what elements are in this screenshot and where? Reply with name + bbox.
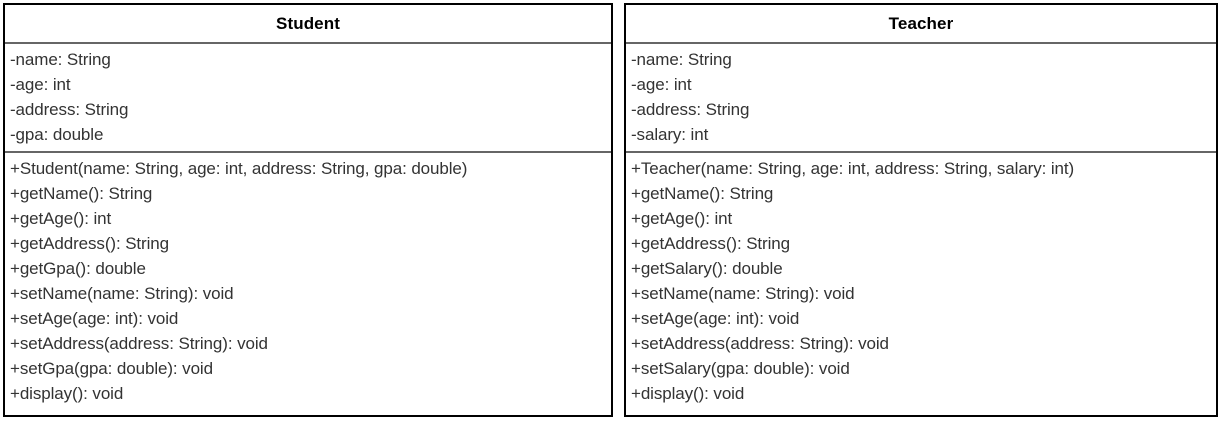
method-row: +getSalary(): double: [631, 259, 783, 278]
method-row: +setAge(age: int): void: [631, 309, 800, 328]
method-row: +getName(): String: [631, 184, 774, 203]
attribute-row: -age: int: [10, 75, 71, 94]
attribute-row: -address: String: [631, 100, 750, 119]
methods-compartment-student: +Student(name: String, age: int, address…: [5, 153, 611, 415]
method-row: +setAddress(address: String): void: [631, 334, 889, 353]
attribute-row: -age: int: [631, 75, 692, 94]
method-row: +Teacher(name: String, age: int, address…: [631, 159, 1075, 178]
method-row: +getGpa(): double: [10, 259, 146, 278]
attribute-row: -name: String: [10, 50, 111, 69]
method-row: +setAddress(address: String): void: [10, 334, 268, 353]
methods-compartment-teacher: +Teacher(name: String, age: int, address…: [626, 153, 1216, 415]
method-row: +getAge(): int: [10, 209, 112, 228]
uml-class-student[interactable]: Student -name: String -age: int -address…: [3, 3, 613, 417]
attribute-row: -address: String: [10, 100, 129, 119]
method-row: +setName(name: String): void: [10, 284, 234, 303]
attribute-row: -gpa: double: [10, 125, 104, 144]
method-row: +setName(name: String): void: [631, 284, 855, 303]
attribute-row: -salary: int: [631, 125, 709, 144]
method-row: +setSalary(gpa: double): void: [631, 359, 850, 378]
method-row: +setAge(age: int): void: [10, 309, 179, 328]
class-name-teacher: Teacher: [888, 13, 954, 33]
class-header-teacher: Teacher: [626, 5, 1216, 44]
method-row: +getName(): String: [10, 184, 153, 203]
method-row: +display(): void: [631, 384, 745, 403]
method-row: +display(): void: [10, 384, 124, 403]
method-row: +setGpa(gpa: double): void: [10, 359, 213, 378]
class-name-student: Student: [276, 13, 340, 33]
attribute-row: -name: String: [631, 50, 732, 69]
method-row: +getAddress(): String: [10, 234, 170, 253]
attributes-compartment-teacher: -name: String -age: int -address: String…: [626, 44, 1216, 153]
uml-class-teacher[interactable]: Teacher -name: String -age: int -address…: [624, 3, 1218, 417]
class-header-student: Student: [5, 5, 611, 44]
method-row: +getAge(): int: [631, 209, 733, 228]
method-row: +getAddress(): String: [631, 234, 791, 253]
method-row: +Student(name: String, age: int, address…: [10, 159, 468, 178]
attributes-compartment-student: -name: String -age: int -address: String…: [5, 44, 611, 153]
